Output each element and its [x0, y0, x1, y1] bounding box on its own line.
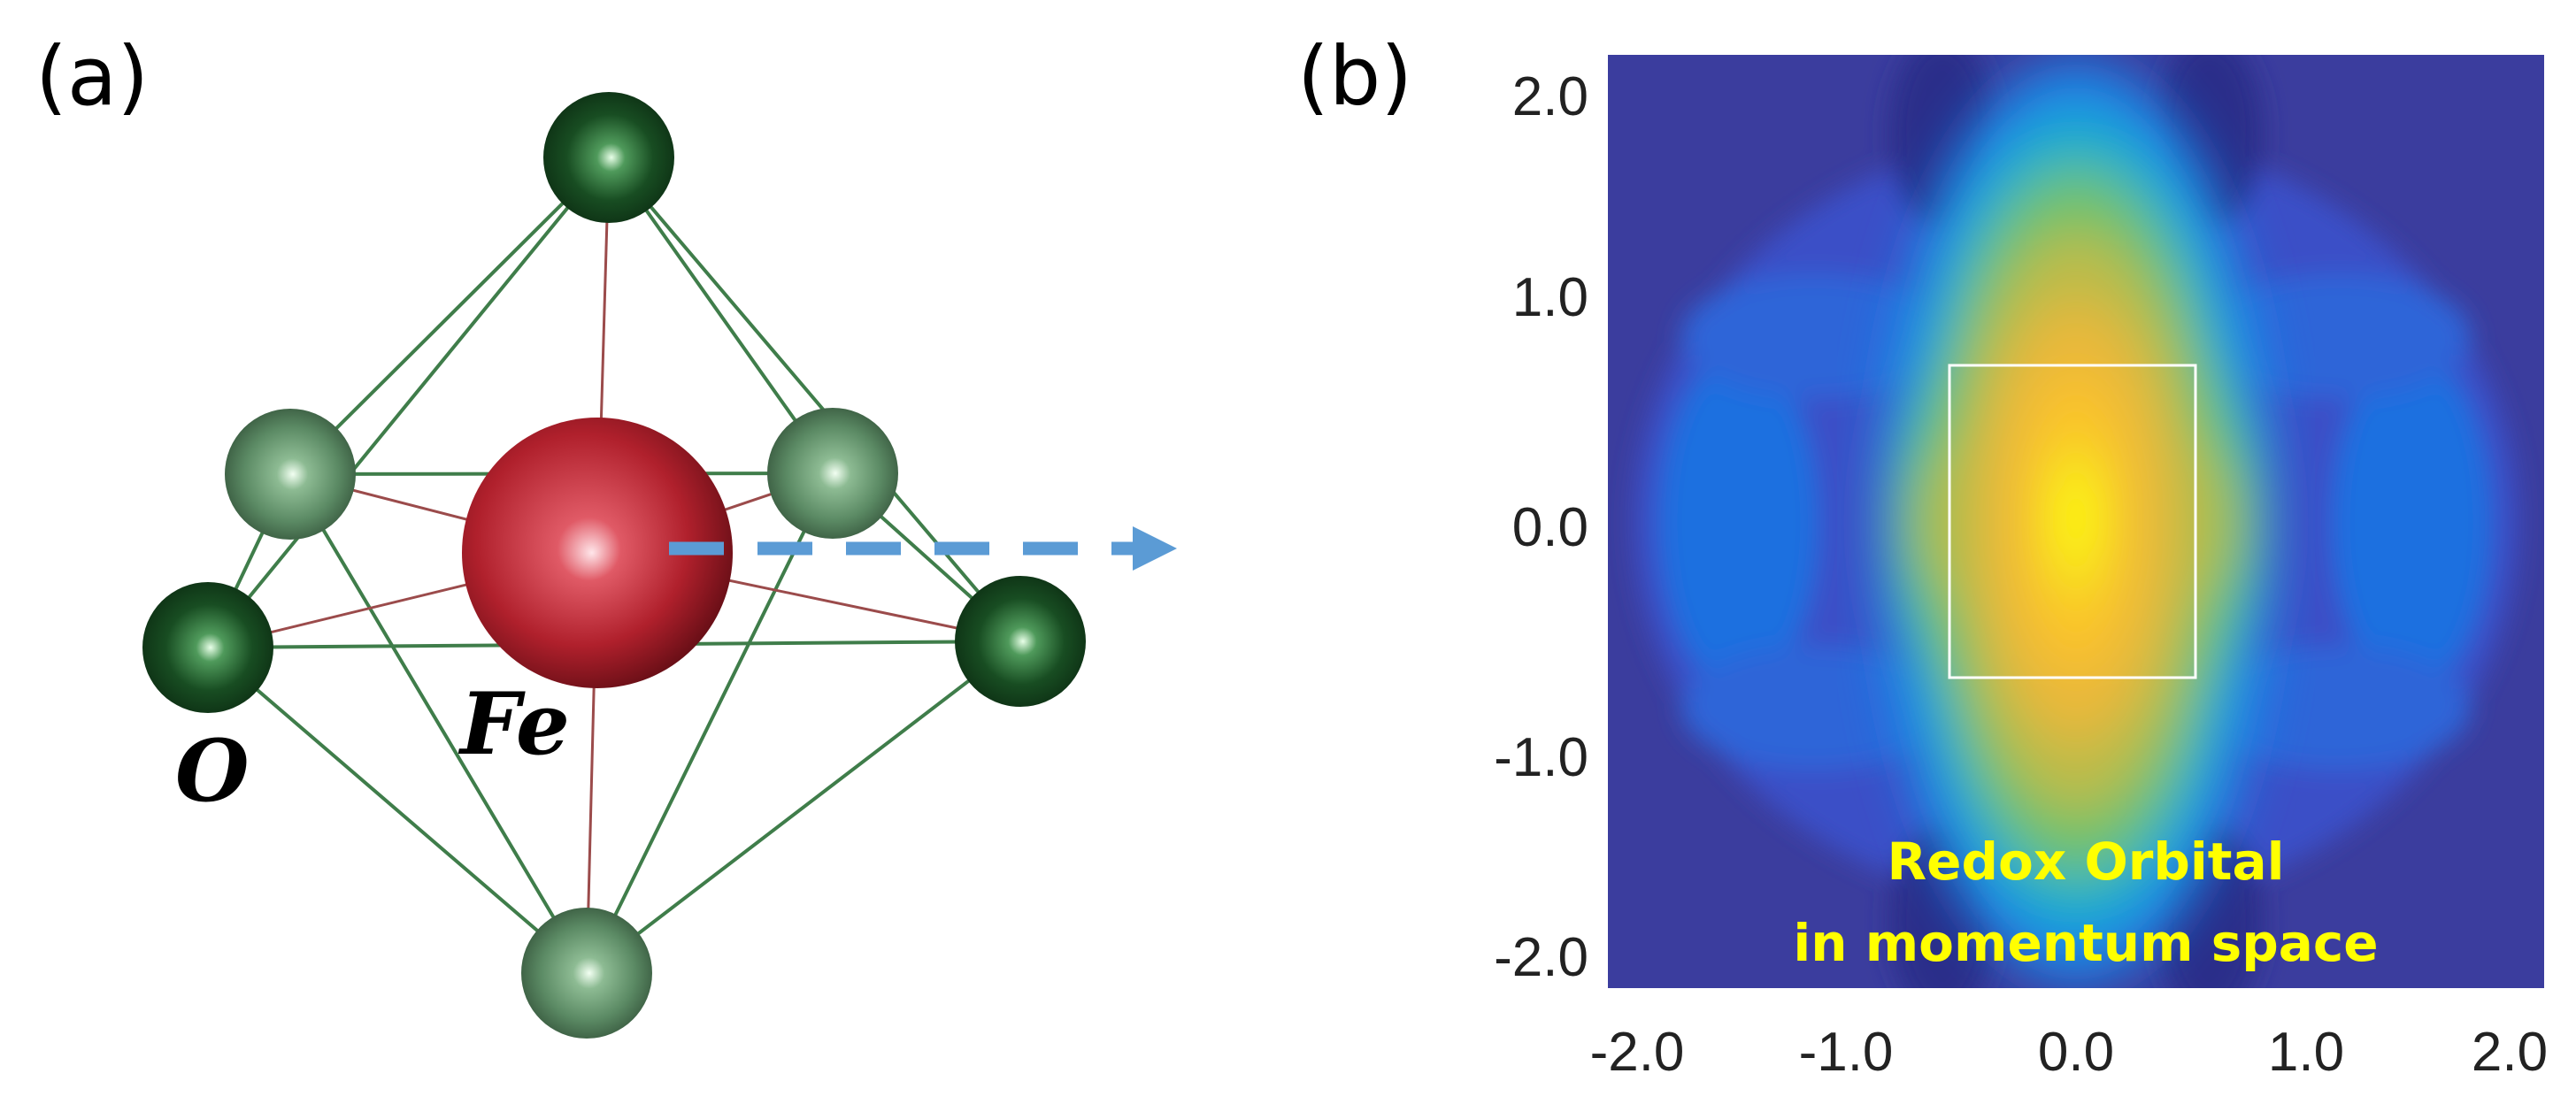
y-tick-label: 2.0 — [1512, 66, 1588, 127]
y-tick-label: 0.0 — [1512, 497, 1588, 558]
panel-b-heatmap: (b) — [1297, 29, 2548, 1083]
o-label: O — [175, 721, 250, 821]
x-axis-tick-labels: -2.0 -1.0 0.0 1.0 2.0 — [1590, 1022, 2549, 1083]
o-atom-bottom — [521, 908, 652, 1039]
x-tick-label: 0.0 — [2038, 1022, 2114, 1083]
y-tick-label: -2.0 — [1494, 927, 1588, 988]
o-atom-back-left — [225, 409, 356, 540]
fe-atom — [462, 418, 733, 688]
o-atom-front-left — [142, 582, 273, 713]
fe-label: Fe — [458, 674, 570, 774]
o-atom-front-right — [955, 576, 1086, 707]
projection-arrow — [669, 526, 1177, 571]
x-tick-label: 1.0 — [2268, 1022, 2344, 1083]
x-tick-label: -2.0 — [1590, 1022, 1685, 1083]
brillouin-box — [1948, 364, 2197, 679]
x-tick-label: -1.0 — [1799, 1022, 1894, 1083]
annotation-line-1: Redox Orbital — [1887, 832, 2284, 892]
x-tick-label: 2.0 — [2472, 1022, 2548, 1083]
panel-a-label: (a) — [35, 29, 149, 124]
panel-a-octahedron: (a) — [35, 29, 1177, 1039]
y-axis-tick-labels: 2.0 1.0 0.0 -1.0 -2.0 — [1494, 66, 1588, 988]
panel-b-label: (b) — [1297, 29, 1412, 124]
y-tick-label: -1.0 — [1494, 727, 1588, 788]
heatmap-plot-area — [1608, 55, 2544, 988]
y-tick-label: 1.0 — [1512, 267, 1588, 328]
annotation-line-2: in momentum space — [1793, 913, 2378, 973]
o-atom-back-right — [767, 408, 898, 539]
o-atom-top — [543, 92, 674, 223]
